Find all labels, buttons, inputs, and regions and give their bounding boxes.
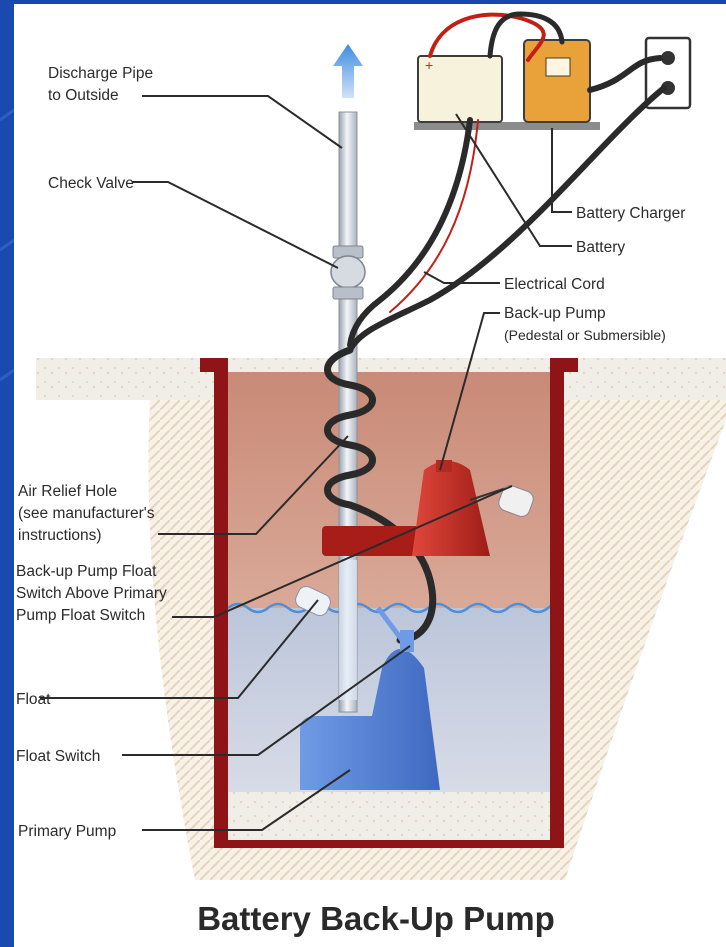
check-valve [331,246,365,299]
label-electrical-cord: Electrical Cord [504,276,605,293]
diagram-title: Battery Back-Up Pump [197,900,555,937]
label-air-relief-2: (see manufacturer's [18,505,155,522]
label-float-switch: Float Switch [16,748,100,765]
label-backup-pump-1: Back-up Pump [504,305,606,322]
label-primary-pump: Primary Pump [18,823,116,840]
plus-icon: + [425,57,433,73]
label-air-relief-1: Air Relief Hole [18,483,117,500]
label-battery: Battery [576,239,625,256]
label-discharge-pipe-1: Discharge Pipe [48,65,153,82]
label-float: Float [16,691,51,708]
label-backup-float-3: Pump Float Switch [16,607,145,624]
label-check-valve: Check Valve [48,175,134,192]
label-air-relief-3: instructions) [18,527,102,544]
label-battery-charger: Battery Charger [576,205,685,222]
label-backup-pump-2: (Pedestal or Submersible) [504,327,666,343]
label-backup-float-2: Switch Above Primary [16,585,167,602]
label-discharge-pipe-2: to Outside [48,87,119,104]
label-backup-float-1: Back-up Pump Float [16,563,157,580]
slide-frame [0,0,14,947]
